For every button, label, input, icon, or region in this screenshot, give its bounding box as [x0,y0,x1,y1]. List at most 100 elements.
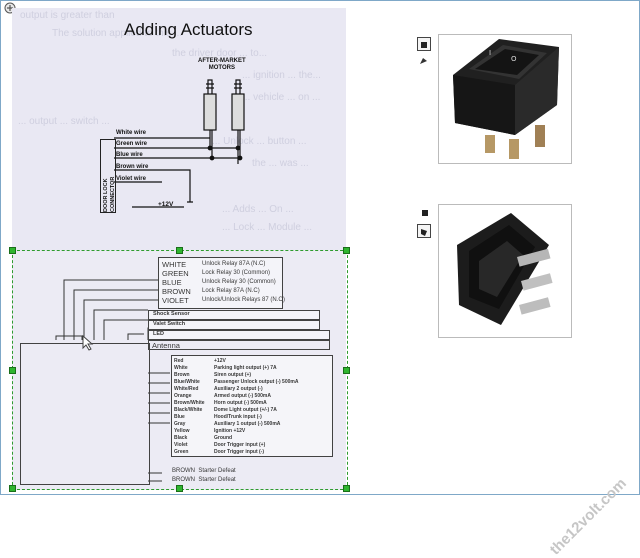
pin-func: Armed output (-) 500mA [214,393,271,399]
pin-func: Dome Light output (+/-) 7A [214,407,277,413]
connector-label-line: CONNECTOR [110,176,116,212]
pin-row: Black Ground [174,435,232,441]
relay-color: GREEN [162,269,189,278]
switch-thumbnail-icon[interactable] [417,224,431,238]
switch-thumbnail-icon[interactable] [419,206,431,218]
pin-func: Passenger Unlock output (-) 500mA [214,379,299,385]
pin-row: Blue Hood/Trunk input (-) [174,414,262,420]
pin-wire: Blue/White [174,379,200,385]
led-bar: LED [148,330,330,340]
switch-thumbnail-icon[interactable] [417,37,431,51]
resize-handle-mr[interactable] [343,367,350,374]
pin-func: Door Trigger input (+) [214,442,266,448]
pin-wire: Gray [174,421,186,427]
bar-label: Valet Switch [153,321,186,327]
pin-func: +12V [214,358,226,364]
resize-handle-tm[interactable] [176,247,183,254]
starter-wire: BROWN Starter Defeat [172,468,236,474]
starter-desc: Starter Defeat [198,477,236,483]
pin-row: Blue/White Passenger Unlock output (-) 50… [174,379,298,385]
wire-label-white: White wire [116,130,147,136]
pin-wire: Black [174,435,188,441]
actuator-wiring-diagram [114,79,245,208]
relay-desc: Unlock/Unlock Relays 87 (N.O) [202,297,286,303]
pin-func: Siren output (+) [214,372,252,378]
pin-row: Black/White Dome Light output (+/-) 7A [174,407,277,413]
pin-func: Hood/Trunk input (-) [214,414,262,420]
starter-wire: BROWN Starter Defeat [172,477,236,483]
svg-text:I: I [489,49,491,57]
bleed-text: ... output ... switch ... [18,116,110,127]
relay-color: BROWN [162,287,191,296]
bar-label: Shock Sensor [153,311,190,317]
pin-func: Auxiliary 1 output (-) 500mA [214,421,281,427]
bar-label: LED [153,331,164,337]
motor-body [231,93,245,131]
wire-label-blue: Blue wire [116,152,143,158]
pin-wire: Orange [174,393,192,399]
pin-wire: Black/White [174,407,203,413]
resize-handle-tl[interactable] [9,247,16,254]
relay-color: VIOLET [162,296,189,305]
bleed-text: the driver door ... to... [172,48,268,59]
pin-wire: Yellow [174,428,190,434]
relay-desc: Unlock Relay 30 (Common) [202,279,276,285]
selection-rectangle[interactable] [12,250,348,490]
relay-desc: Lock Relay 30 (Common) [202,270,271,276]
connector-label-line: DOOR LOCK [103,178,109,212]
diagram-title: Adding Actuators [124,20,253,39]
relay-desc: Unlock Relay 87A (N.C) [202,261,266,267]
resize-handle-br[interactable] [343,485,350,492]
svg-text:O: O [511,55,517,63]
pin-func: Ignition +12V [214,428,246,434]
pin-func: Horn output (-) 500mA [214,400,267,406]
wire-label-green: Green wire [116,141,148,147]
pin-wire: White [174,365,188,371]
pin-func: Ground [214,435,233,441]
pin-wire: Brown/White [174,400,205,406]
motors-label: AFTER-MARKET MOTORS [198,58,246,72]
pin-row: Violet Door Trigger input (+) [174,442,265,448]
starter-desc: Starter Defeat [198,468,236,474]
tool-icon[interactable] [419,56,428,65]
pin-row: Brown/White Horn output (-) 500mA [174,400,267,406]
starter-color: BROWN [172,477,195,483]
pin-wire: Red [174,358,184,364]
pin-wire: White/Red [174,386,199,392]
connector-label: DOOR LOCK CONNECTOR [103,144,117,212]
resize-handle-ml[interactable] [9,367,16,374]
resize-handle-tr[interactable] [343,247,350,254]
pin-row: White/Red Auxiliary 2 output (-) [174,386,263,392]
relay-color: WHITE [162,260,187,269]
shock-sensor-bar: Shock Sensor [148,310,320,320]
resize-handle-bm[interactable] [176,485,183,492]
pin-wire: Violet [174,442,188,448]
motors-label-line: AFTER-MARKET [198,58,246,64]
bleed-text: ... vehicle ... on ... [242,92,321,103]
motor-body [203,93,217,131]
pin-row: Gray Auxiliary 1 output (-) 500mA [174,421,280,427]
pin-row: Yellow Ignition +12V [174,428,245,434]
bleed-text: ... ignition ... the... [242,70,321,81]
wire-label-brown: Brown wire [116,164,149,170]
bleed-text: The solution applied to this ... [52,28,183,39]
relay-legend [158,257,283,309]
bleed-text: the ... was ... [252,158,309,169]
pin-func: Auxiliary 2 output (-) [214,386,263,392]
pin-row: Orange Armed output (-) 500mA [174,393,271,399]
bleed-text: output is greater than [20,10,115,21]
bleed-text: ... Unlock ... button ... [212,136,307,147]
resize-handle-bl[interactable] [9,485,16,492]
mouse-cursor-icon [82,335,94,351]
rocker-switch-image-1: I O [438,34,572,164]
door-lock-connector: DOOR LOCK CONNECTOR [100,139,116,213]
pin-wire: Blue [174,414,185,420]
relay-color: BLUE [162,278,182,287]
rocker-switch-image-2 [438,204,572,338]
power-label: +12V [158,201,174,208]
antenna-label: Antenna [152,341,180,350]
pin-row: Red +12V [174,358,226,364]
